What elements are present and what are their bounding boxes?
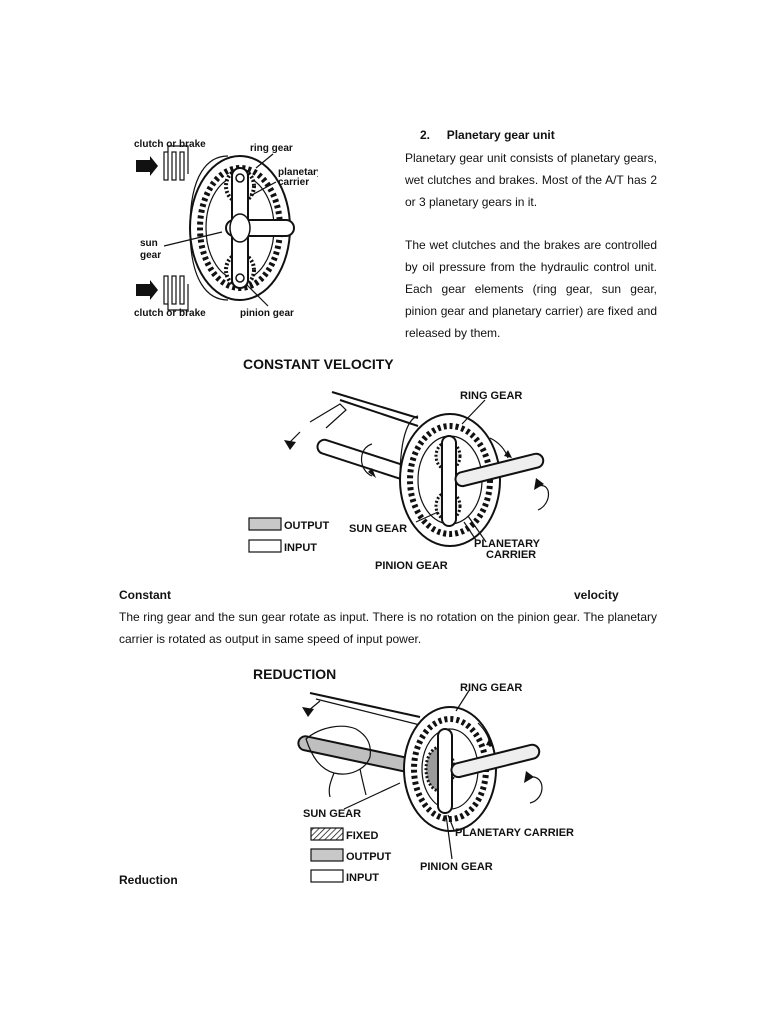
planetary-gear-unit-diagram: clutch or brake ring gear planetary carr… bbox=[134, 139, 318, 319]
label-carrier-cv: CARRIER bbox=[486, 549, 536, 561]
section-number: 2. bbox=[420, 128, 431, 142]
label-ring-gear-cv: RING GEAR bbox=[460, 390, 522, 402]
legend-swatch-output-cv bbox=[248, 517, 282, 531]
label-planetary-cv: PLANETARY bbox=[474, 538, 541, 550]
title-constant-velocity: CONSTANT VELOCITY bbox=[243, 356, 394, 372]
section-title: Planetary gear unit bbox=[446, 128, 555, 142]
label-ring-gear-red: RING GEAR bbox=[460, 682, 522, 694]
clutch-pack-top bbox=[136, 145, 189, 181]
label-sun-gear-red: SUN GEAR bbox=[303, 808, 361, 820]
legend-fixed: FIXED bbox=[346, 830, 378, 842]
constant-velocity-diagram: CONSTANT VELOCITY RING GEAR SUN GEAR PIN… bbox=[243, 356, 550, 572]
label-clutch-top: clutch or brake bbox=[134, 139, 206, 150]
legend-swatch-input-cv bbox=[248, 539, 282, 553]
caption-reduction: Reduction bbox=[119, 873, 178, 887]
label-carrier: carrier bbox=[278, 177, 309, 188]
label-planetary-carrier-red: PLANETARY CARRIER bbox=[455, 827, 574, 839]
legend-input-cv: INPUT bbox=[284, 542, 317, 554]
legend-output-red: OUTPUT bbox=[346, 851, 392, 863]
section-heading: 2. Planetary gear unit bbox=[420, 128, 555, 142]
section-paragraph-2: The wet clutches and the brakes are cont… bbox=[405, 238, 657, 340]
legend-swatch-output-red bbox=[310, 848, 344, 862]
label-clutch-bottom: clutch or brake bbox=[134, 308, 206, 319]
legend-input-red: INPUT bbox=[346, 872, 379, 884]
label-planetary: planetary bbox=[278, 167, 318, 178]
reduction-diagram: REDUCTION RING GEAR SUN GEAR PLANETARY C… bbox=[253, 666, 574, 884]
caption-constant-left: Constant bbox=[119, 588, 171, 602]
legend-swatch-input-red bbox=[310, 869, 344, 883]
title-reduction: REDUCTION bbox=[253, 666, 336, 682]
label-pinion-gear-red: PINION GEAR bbox=[420, 861, 493, 873]
label-sun: sun bbox=[140, 238, 158, 249]
clutch-pack-bottom bbox=[136, 275, 189, 311]
constant-velocity-text: The ring gear and the sun gear rotate as… bbox=[119, 610, 657, 646]
caption-constant-right: velocity bbox=[574, 588, 619, 602]
section-paragraph-1: Planetary gear unit consists of planetar… bbox=[405, 151, 657, 209]
label-gear: gear bbox=[140, 250, 161, 261]
label-sun-gear-cv: SUN GEAR bbox=[349, 523, 407, 535]
label-pinion-gear: pinion gear bbox=[240, 308, 294, 319]
legend-swatch-fixed bbox=[310, 827, 344, 841]
label-ring-gear: ring gear bbox=[250, 143, 293, 154]
label-pinion-gear-cv: PINION GEAR bbox=[375, 560, 448, 572]
legend-output-cv: OUTPUT bbox=[284, 520, 330, 532]
